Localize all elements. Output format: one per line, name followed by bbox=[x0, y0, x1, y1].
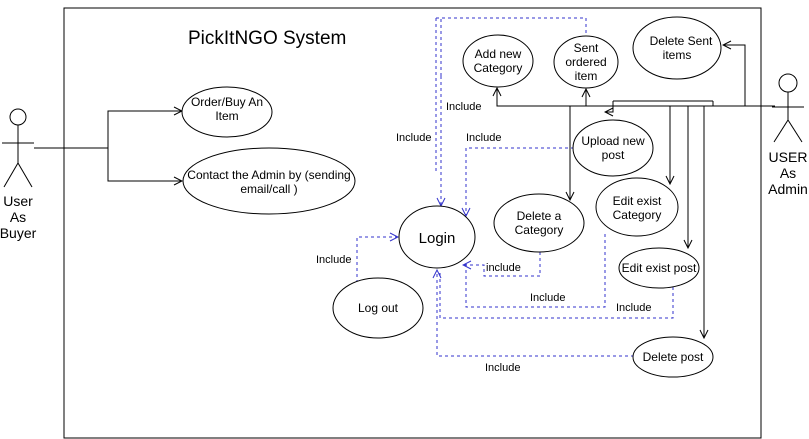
use-case-delete-category[interactable]: Delete a Category bbox=[493, 193, 585, 253]
use-case-upload-post-label-1: Upload new bbox=[581, 134, 645, 148]
use-case-delete-category-label-1: Delete a bbox=[517, 209, 562, 223]
actor-buyer-label-2: As bbox=[10, 209, 26, 225]
actor-admin-label-1: USER bbox=[769, 149, 808, 165]
use-case-edit-post-label: Edit exist post bbox=[622, 261, 697, 275]
use-case-edit-category[interactable]: Edit exist Category bbox=[595, 177, 679, 237]
include-label-delete-sent: Include bbox=[396, 132, 431, 144]
use-case-order[interactable]: Order/Buy An Item bbox=[181, 86, 273, 138]
use-case-sent-ordered-label-3: item bbox=[575, 69, 598, 83]
use-case-logout[interactable]: Log out bbox=[332, 277, 424, 339]
use-case-delete-category-label-2: Category bbox=[515, 223, 564, 237]
include-label-delete-category: include bbox=[486, 262, 521, 274]
system-title: PickItNGO System bbox=[188, 28, 346, 49]
actor-buyer-label-1: User bbox=[3, 193, 33, 209]
use-case-delete-sent-label-1: Delete Sent bbox=[650, 34, 713, 48]
include-relations bbox=[356, 17, 674, 357]
use-case-edit-post[interactable]: Edit exist post bbox=[618, 247, 700, 289]
actor-buyer bbox=[2, 108, 34, 188]
use-case-logout-label: Log out bbox=[358, 301, 399, 315]
use-case-order-label-2: Item bbox=[215, 109, 238, 123]
use-case-add-category-label-1: Add new bbox=[475, 47, 522, 61]
use-case-contact-label-2: email/call ) bbox=[240, 182, 297, 196]
use-case-login[interactable]: Login bbox=[398, 205, 476, 269]
buyer-associations bbox=[34, 111, 182, 181]
include-label-add-category: Include bbox=[446, 101, 481, 113]
use-case-add-category[interactable]: Add new Category bbox=[462, 34, 534, 88]
actor-admin-label-3: Admin bbox=[768, 181, 808, 197]
use-case-delete-sent-items[interactable]: Delete Sent items bbox=[632, 16, 722, 80]
actor-admin bbox=[772, 73, 804, 143]
use-case-sent-ordered-label-1: Sent bbox=[574, 41, 599, 55]
use-case-sent-ordered-item[interactable]: Sent ordered item bbox=[553, 35, 619, 89]
use-case-delete-sent-label-2: items bbox=[663, 48, 692, 62]
include-label-upload-post: Include bbox=[466, 132, 501, 144]
use-case-edit-category-label-2: Category bbox=[613, 208, 662, 222]
use-case-delete-post[interactable]: Delete post bbox=[632, 336, 714, 378]
use-case-order-label-1: Order/Buy An bbox=[191, 95, 263, 109]
actor-admin-label-2: As bbox=[780, 165, 796, 181]
use-case-contact-admin[interactable]: Contact the Admin by (sending email/call… bbox=[182, 147, 356, 215]
include-label-delete-post: Include bbox=[485, 362, 520, 374]
include-label-logout: Include bbox=[316, 254, 351, 266]
include-label-edit-post: Include bbox=[616, 302, 651, 314]
use-case-upload-post[interactable]: Upload new post bbox=[572, 119, 654, 177]
admin-associations bbox=[497, 45, 775, 338]
use-case-add-category-label-2: Category bbox=[474, 61, 523, 75]
use-case-login-label: Login bbox=[419, 230, 456, 247]
system-boundary bbox=[63, 7, 762, 439]
use-case-delete-post-label: Delete post bbox=[643, 350, 704, 364]
include-label-edit-category: Include bbox=[530, 292, 565, 304]
use-case-contact-label-1: Contact the Admin by (sending bbox=[187, 168, 350, 182]
use-case-sent-ordered-label-2: ordered bbox=[565, 55, 606, 69]
use-case-edit-category-label-1: Edit exist bbox=[613, 194, 662, 208]
actor-buyer-label-3: Buyer bbox=[0, 225, 37, 241]
use-case-upload-post-label-2: post bbox=[602, 148, 625, 162]
